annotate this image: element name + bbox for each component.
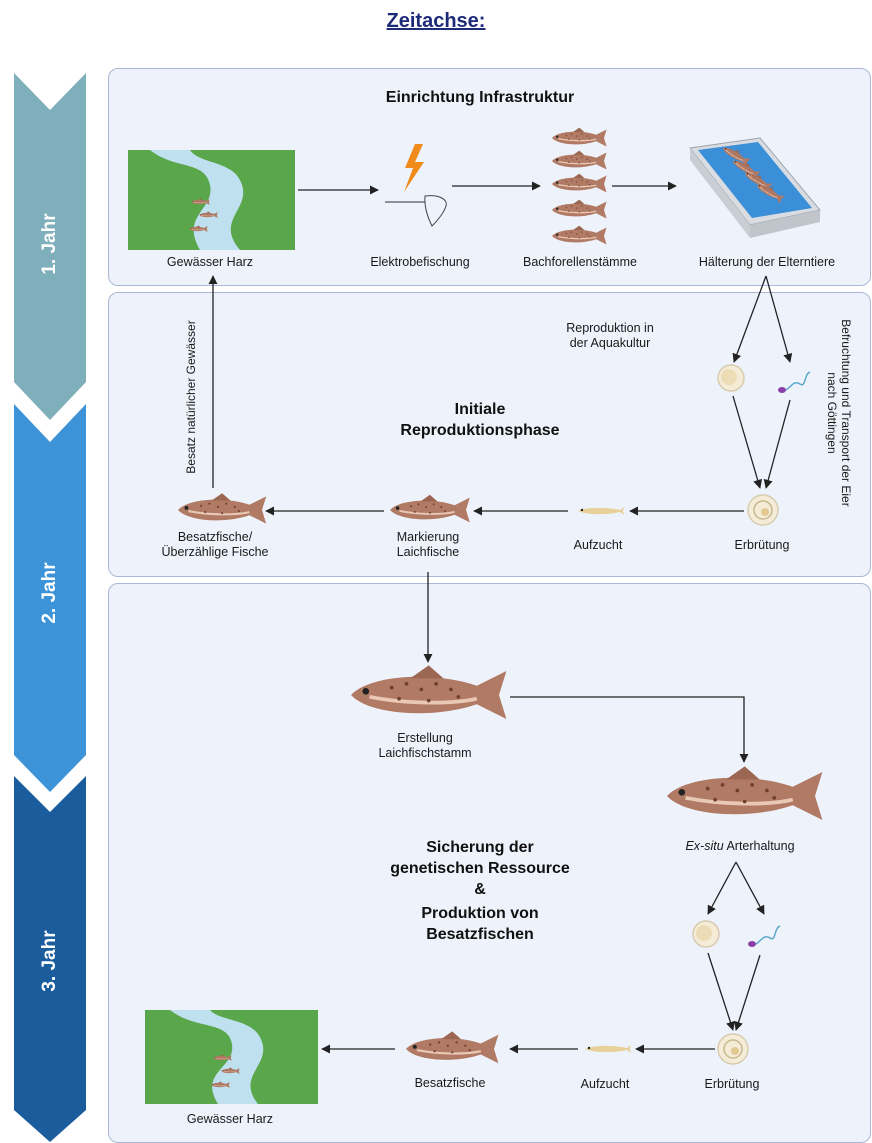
holding-tank-icon — [689, 137, 821, 238]
sperm-icon-2 — [747, 925, 781, 948]
label-hatching: Erbrütung — [734, 538, 790, 552]
trout-stocking-icon — [176, 492, 268, 525]
label-broodstock-line2: Laichfischstamm — [378, 746, 472, 760]
heading-genetic-line4: Produktion von — [421, 905, 539, 922]
trout-broodstock-icon — [349, 663, 509, 721]
heading-genetic-line5: Besatzfischen — [426, 926, 534, 943]
vertical-fertilization-line2: nach Göttingen — [825, 372, 839, 454]
trout-marking-icon — [389, 493, 471, 524]
year2-chevron — [14, 404, 86, 792]
heading-genetic-line3: & — [474, 881, 486, 898]
trout-stocking-icon-2 — [404, 1030, 500, 1065]
label-holding: Hälterung der Elterntiere — [698, 255, 836, 269]
year3-chevron — [14, 776, 86, 1142]
label-rearing-2: Aufzucht — [580, 1077, 630, 1091]
hatching-egg-icon — [747, 494, 779, 526]
label-trout-strains: Bachforellenstämme — [523, 255, 637, 269]
label-marking-line2: Laichfische — [396, 545, 460, 559]
label-marking-line1: Markierung — [396, 530, 460, 544]
label-stock-fish-line1: Besatzfische/ — [177, 530, 253, 544]
timeline-bar — [14, 73, 86, 1142]
egg-icon-2 — [692, 920, 720, 948]
trout-exsitu-icon — [665, 764, 825, 822]
heading-genetic-line2: genetischen Ressource — [390, 860, 570, 877]
landing-net-icon — [385, 195, 447, 227]
label-stocking-2: Besatzfische — [414, 1076, 486, 1090]
river-landscape-icon-2 — [145, 1010, 318, 1104]
label-reproduction-line2: der Aquakultur — [569, 336, 651, 350]
heading-infrastructure: Einrichtung Infrastruktur — [385, 89, 575, 106]
label-hatching-2: Erbrütung — [704, 1077, 760, 1091]
label-exsitu-rest: Arterhaltung — [723, 839, 795, 853]
label-rearing: Aufzucht — [573, 538, 623, 552]
trout-stack-icon — [551, 126, 608, 246]
label-exsitu-italic: Ex-situ — [685, 839, 724, 853]
label-reproduction-line1: Reproduktion in — [566, 321, 654, 335]
label-exsitu: Ex-situ Arterhaltung — [650, 839, 830, 854]
larva-icon — [578, 507, 624, 515]
label-stock-fish-line2: Überzählige Fische — [161, 545, 269, 559]
larva-icon-2 — [585, 1045, 631, 1053]
heading-initial-line1: Initiale — [454, 401, 506, 418]
egg-icon — [717, 364, 745, 392]
heading-genetic-line1: Sicherung der — [426, 839, 534, 856]
label-river-harz: Gewässer Harz — [166, 255, 254, 269]
hatching-egg-icon-2 — [717, 1033, 749, 1065]
timeline-title: Zeitachse: — [386, 10, 486, 32]
label-broodstock-line1: Erstellung — [397, 731, 453, 745]
heading-initial-line2: Reproduktionsphase — [400, 422, 560, 439]
sperm-icon — [777, 371, 811, 394]
year1-chevron — [14, 73, 86, 420]
vertical-stocking-label: Besatz natürlicher Gewässer — [184, 320, 198, 474]
vertical-fertilization-line1: Befruchtung und Transport der Eier — [839, 319, 853, 507]
label-river-harz-2: Gewässer Harz — [186, 1112, 274, 1126]
label-electrofishing: Elektrobefischung — [370, 255, 470, 269]
lightning-icon — [404, 144, 424, 192]
river-landscape-icon — [128, 150, 295, 250]
